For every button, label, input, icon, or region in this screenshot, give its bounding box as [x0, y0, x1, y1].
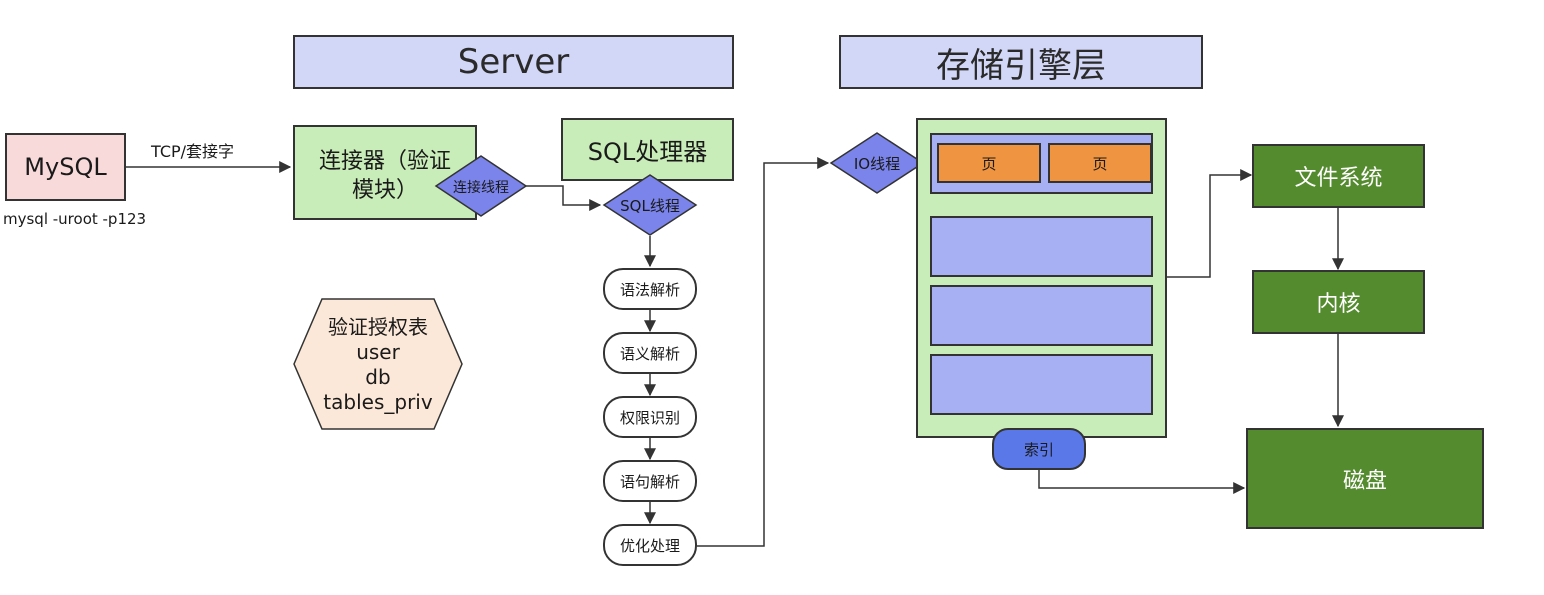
connector-module: 连接器（验证 模块）: [293, 125, 477, 220]
connector-label-line2: 模块）: [351, 178, 418, 203]
edge-index-to-disk: [1038, 470, 1246, 494]
auth-table-title: 验证授权表: [328, 315, 428, 339]
auth-table-user: user: [356, 340, 400, 364]
auth-table-db: db: [365, 365, 391, 389]
storage-layer-header: 存储引擎层: [839, 35, 1203, 89]
step-semantic-parse: 语义解析: [603, 332, 697, 374]
page-cell-1-label: 页: [981, 154, 997, 173]
index-node: 索引: [992, 428, 1086, 470]
tcp-edge-label: TCP/套接字: [151, 142, 235, 161]
connection-thread-label: 连接线程: [453, 180, 509, 196]
auth-table-text: 验证授权表 user db tables_priv: [300, 312, 456, 418]
disk-label: 磁盘: [1342, 468, 1387, 494]
edge-storage-to-filesystem: [1167, 169, 1253, 278]
sql-processor-module: SQL处理器: [561, 118, 734, 181]
step-syntax-parse: 语法解析: [603, 268, 697, 310]
auth-table-tables-priv: tables_priv: [323, 390, 433, 414]
server-header-label: Server: [457, 42, 570, 82]
sql-processor-label: SQL处理器: [587, 138, 708, 166]
step-syntax-parse-label: 语法解析: [619, 280, 680, 299]
storage-block-2: [930, 216, 1153, 277]
connector-label-line1: 连接器（验证: [318, 149, 451, 174]
kernel-node: 内核: [1252, 270, 1425, 334]
sql-thread-label: SQL线程: [620, 197, 680, 215]
io-thread-label: IO线程: [853, 155, 901, 173]
filesystem-node: 文件系统: [1252, 144, 1425, 208]
step-statement-parse-label: 语句解析: [619, 472, 680, 491]
step-permission-check: 权限识别: [603, 396, 697, 438]
step-optimize-label: 优化处理: [619, 536, 680, 555]
step-semantic-parse-label: 语义解析: [619, 344, 680, 363]
kernel-label: 内核: [1316, 292, 1361, 317]
edge-optimize-to-iothread: [697, 157, 830, 547]
storage-block-4: [930, 354, 1153, 415]
index-label: 索引: [1023, 440, 1054, 459]
page-cell-1: 页: [937, 143, 1041, 183]
storage-header-label: 存储引擎层: [936, 45, 1106, 86]
page-cell-2: 页: [1048, 143, 1152, 183]
storage-block-3: [930, 285, 1153, 346]
client-command-text: mysql -uroot -p123: [3, 210, 147, 228]
step-permission-check-label: 权限识别: [619, 408, 680, 427]
step-statement-parse: 语句解析: [603, 460, 697, 502]
edge-connthread-to-sqlthread: [526, 185, 602, 211]
page-cell-2-label: 页: [1092, 154, 1108, 173]
step-optimize: 优化处理: [603, 524, 697, 566]
filesystem-label: 文件系统: [1294, 166, 1383, 191]
server-layer-header: Server: [293, 35, 734, 89]
mysql-client-label: MySQL: [24, 153, 107, 181]
disk-node: 磁盘: [1246, 428, 1484, 529]
mysql-client-node: MySQL: [5, 133, 126, 201]
